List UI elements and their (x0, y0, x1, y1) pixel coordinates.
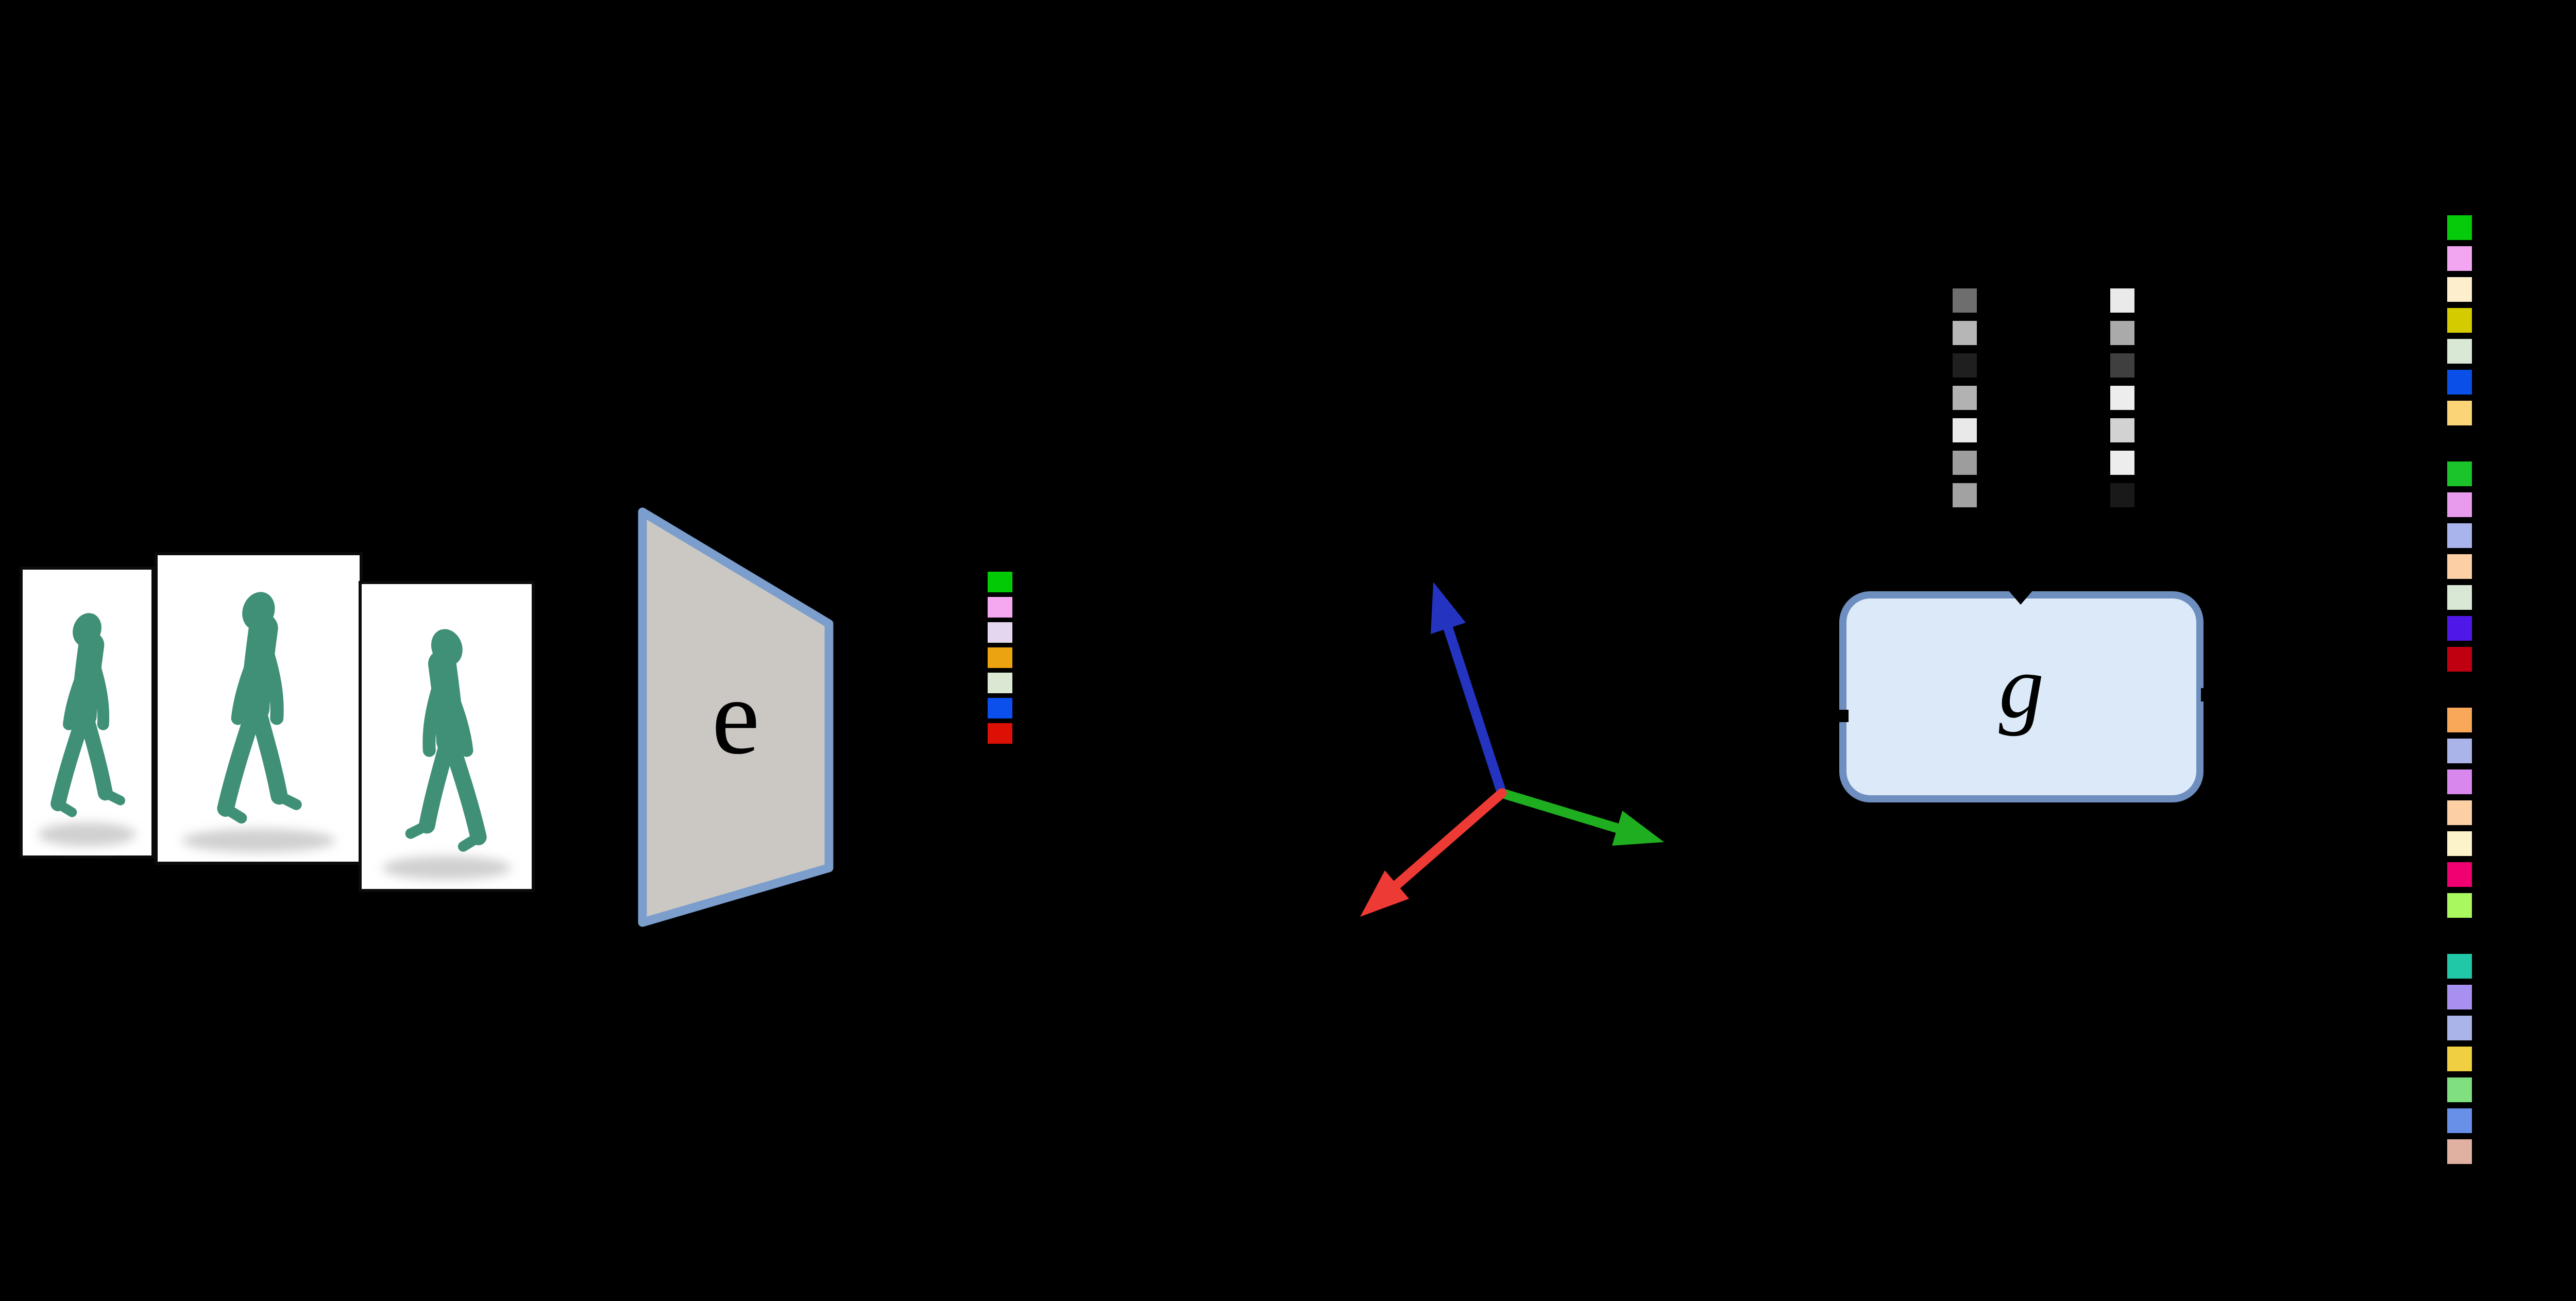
noise-vector-column (2110, 288, 2134, 507)
vector-cell (2447, 461, 2472, 486)
vector-cell (2110, 483, 2134, 507)
encoder-label: e (711, 657, 760, 777)
axis-right-arrow (1497, 788, 1622, 833)
vector-cell (2447, 985, 2472, 1009)
vector-cell (988, 622, 1012, 643)
vector-cell (2447, 831, 2472, 856)
input-human-figure-walk-icon (23, 599, 151, 841)
axis-up-arrowhead (1431, 582, 1466, 634)
vector-cell (2447, 370, 2472, 395)
figure-shadow (382, 856, 512, 880)
vector-cell (988, 698, 1012, 718)
axis-downleft-arrowhead (1360, 870, 1409, 917)
vector-cell (2447, 401, 2472, 425)
vector-cell (2110, 386, 2134, 410)
vector-cell (2447, 739, 2472, 763)
axis-downleft-arrow (1392, 788, 1507, 890)
noise-input-arrowhead-icon (2008, 590, 2033, 605)
style-vector (2447, 215, 2472, 425)
vector-cell (988, 597, 1012, 618)
style-vector (2447, 954, 2472, 1164)
vector-cell (2447, 708, 2472, 732)
figure-shadow (182, 829, 335, 852)
vector-cell (2447, 616, 2472, 641)
style-vectors-column (2447, 215, 2472, 1164)
encoder-trapezoid: e (638, 507, 834, 927)
vector-cell (2110, 353, 2134, 378)
vector-cell (2110, 418, 2134, 442)
input-motion-card (359, 581, 535, 892)
vector-cell (1953, 451, 1977, 475)
latent-space-axes-icon (1360, 582, 1664, 917)
vector-cell (988, 723, 1012, 744)
input-latent-vector (988, 572, 1012, 744)
input-human-figure-walk-icon (185, 579, 332, 847)
figure-shadow (38, 823, 136, 846)
vector-cell (2447, 339, 2472, 364)
vector-cell (2447, 308, 2472, 333)
vector-cell (2447, 492, 2472, 517)
vector-cell (2110, 321, 2134, 345)
encoder-shape (638, 507, 834, 927)
vector-cell (2447, 1108, 2472, 1133)
vector-cell (2447, 523, 2472, 548)
vector-cell (2447, 585, 2472, 610)
vector-cell (2447, 769, 2472, 794)
vector-cell (2447, 954, 2472, 979)
vector-cell (2447, 554, 2472, 579)
vector-cell (2447, 1047, 2472, 1071)
vector-cell (1953, 288, 1977, 313)
vector-cell (2447, 800, 2472, 825)
style-vector (2447, 461, 2472, 672)
vector-cell (2110, 451, 2134, 475)
axes-input-arrowhead-icon (1837, 710, 1849, 722)
style-vector (2447, 708, 2472, 918)
vector-cell (1953, 321, 1977, 345)
generator-output-arrow-start (2201, 688, 2216, 701)
vector-cell (2447, 1016, 2472, 1040)
vector-cell (1953, 418, 1977, 442)
vector-cell (2447, 246, 2472, 271)
input-motion-card (155, 552, 363, 865)
axis-up-arrow (1443, 623, 1507, 798)
noise-vector-column (1953, 288, 1977, 507)
axis-right-arrowhead (1612, 811, 1664, 846)
generator-box: g (1839, 591, 2204, 802)
vector-cell (1953, 386, 1977, 410)
input-human-figure-walk-icon (377, 617, 517, 875)
vector-cell (988, 647, 1012, 668)
vector-cell (2447, 893, 2472, 918)
vector-cell (988, 673, 1012, 693)
vector-cell (1953, 353, 1977, 378)
vector-cell (2447, 215, 2472, 240)
vector-cell (2110, 288, 2134, 313)
input-motion-card (20, 567, 155, 859)
vector-cell (2447, 1077, 2472, 1102)
vector-cell (2447, 647, 2472, 672)
vector-cell (2447, 277, 2472, 302)
vector-cell (2447, 1139, 2472, 1164)
vector-cell (1953, 483, 1977, 507)
vector-cell (2447, 862, 2472, 887)
generator-label: g (1998, 636, 2044, 737)
vector-cell (988, 572, 1012, 592)
